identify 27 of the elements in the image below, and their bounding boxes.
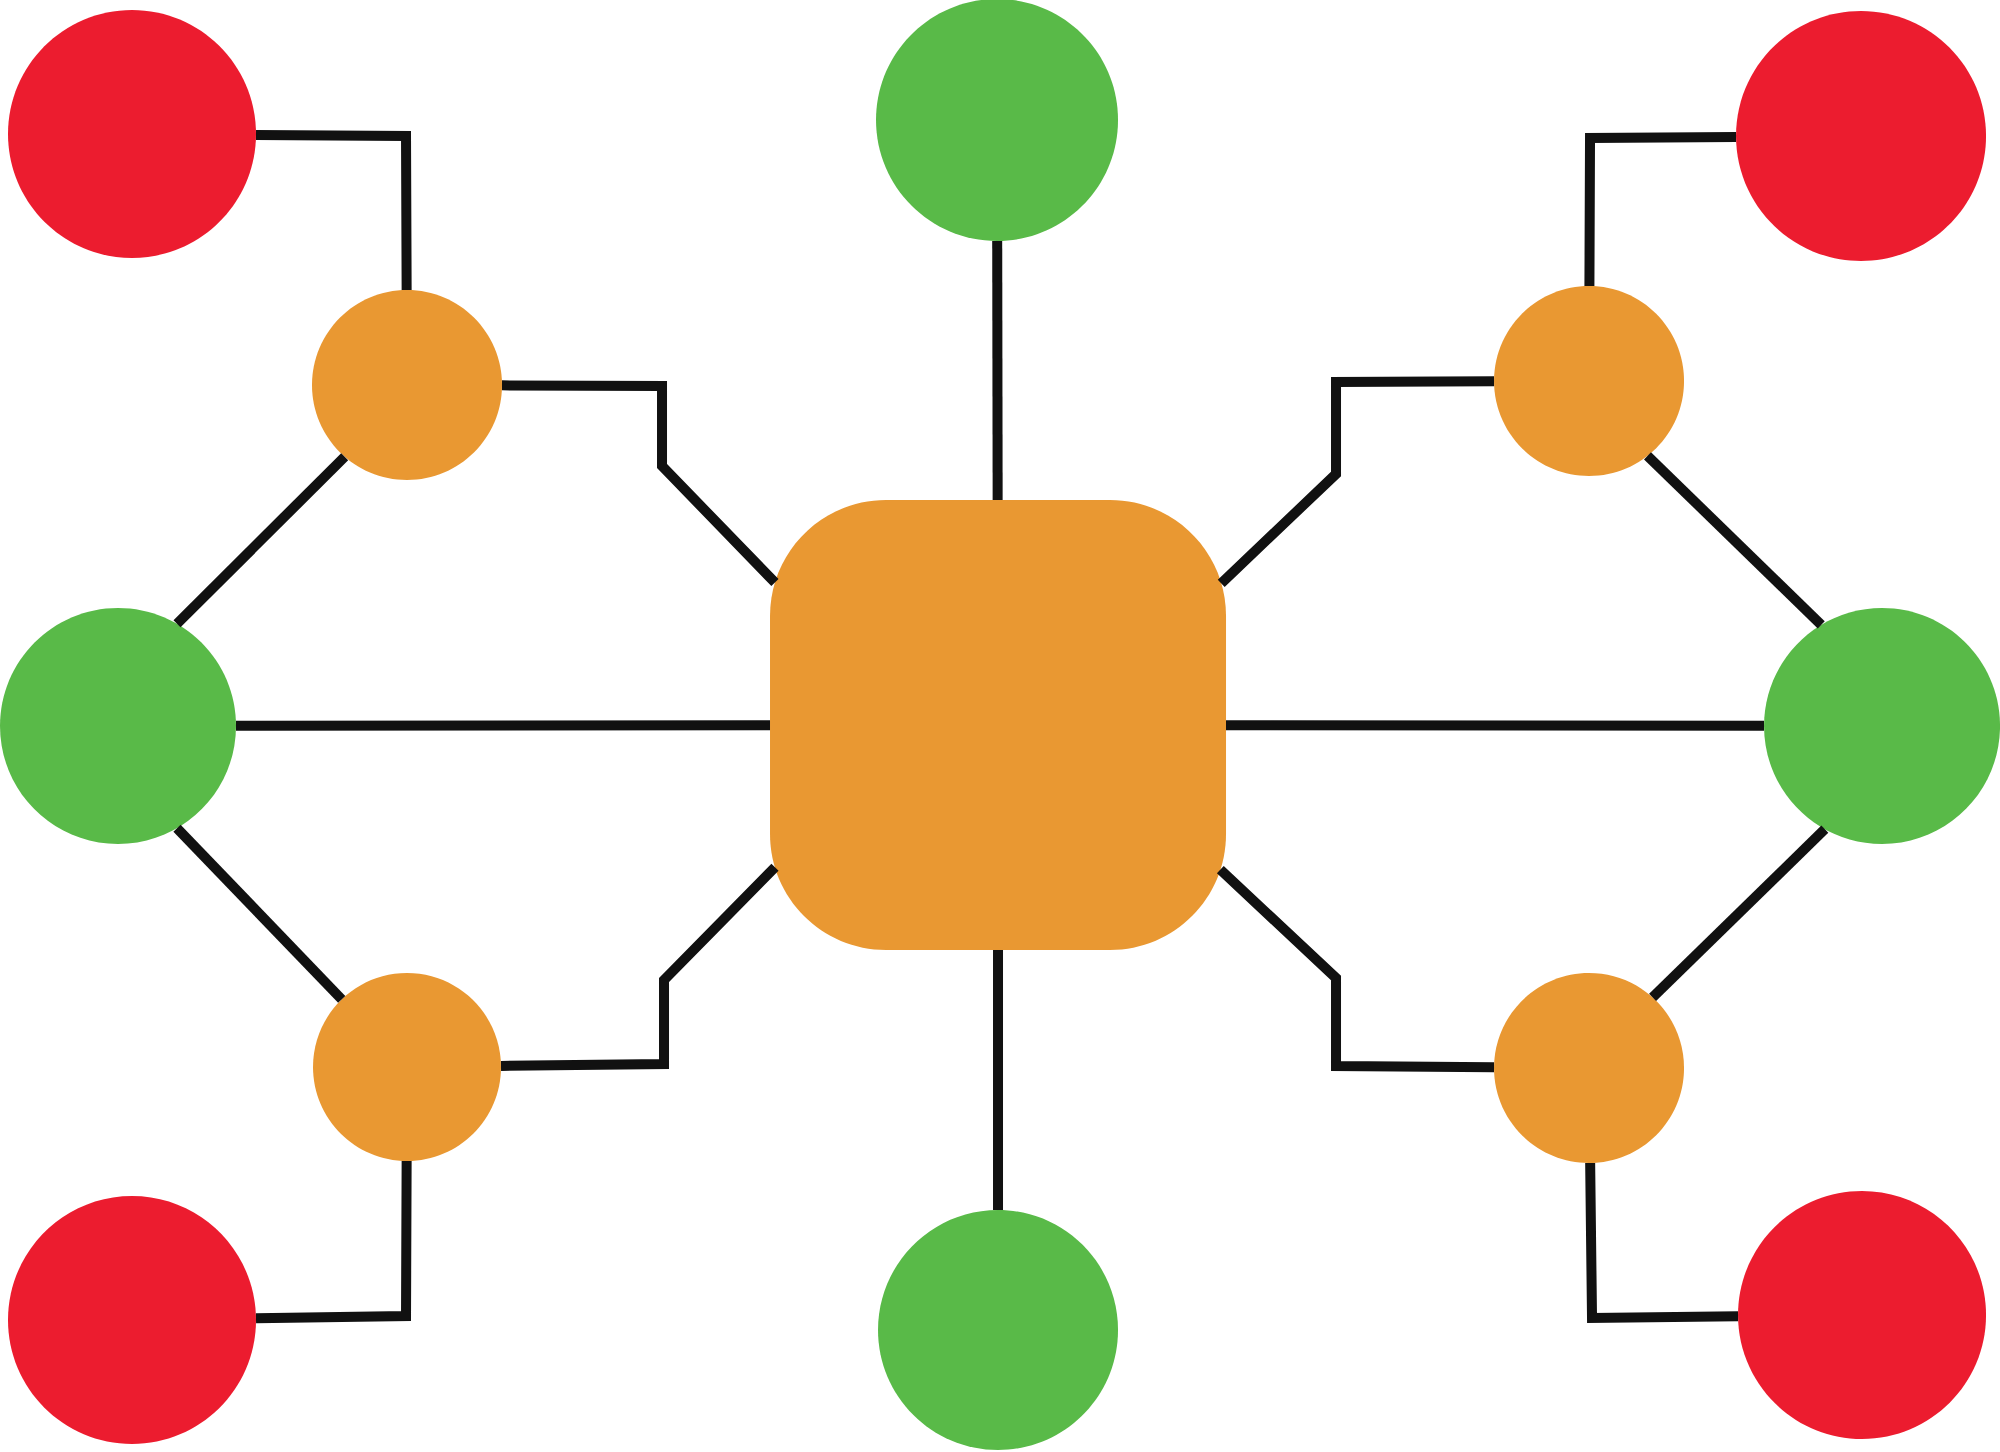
circle bbox=[0, 608, 236, 844]
connector bbox=[1217, 376, 1495, 587]
circle bbox=[878, 1210, 1118, 1450]
connector bbox=[993, 950, 1003, 1210]
connector bbox=[1585, 1162, 1739, 1324]
connector bbox=[1649, 825, 1829, 1001]
circle bbox=[313, 973, 501, 1161]
circle bbox=[312, 290, 502, 480]
connector bbox=[992, 240, 1003, 500]
connector bbox=[173, 453, 349, 628]
circle bbox=[1736, 11, 1987, 261]
circle bbox=[1494, 286, 1684, 476]
connector bbox=[500, 863, 779, 1071]
circle bbox=[8, 1196, 256, 1444]
connector bbox=[255, 129, 412, 290]
connector bbox=[236, 720, 770, 731]
connector bbox=[1584, 131, 1737, 286]
connector bbox=[255, 1160, 412, 1324]
connector bbox=[1226, 720, 1765, 731]
circle bbox=[1764, 608, 2000, 844]
connector bbox=[1644, 452, 1825, 629]
connector bbox=[1216, 866, 1495, 1073]
connector bbox=[173, 824, 346, 1003]
circle bbox=[8, 10, 256, 258]
circle bbox=[1738, 1191, 1987, 1439]
connector bbox=[502, 380, 779, 587]
circle bbox=[1494, 973, 1684, 1163]
